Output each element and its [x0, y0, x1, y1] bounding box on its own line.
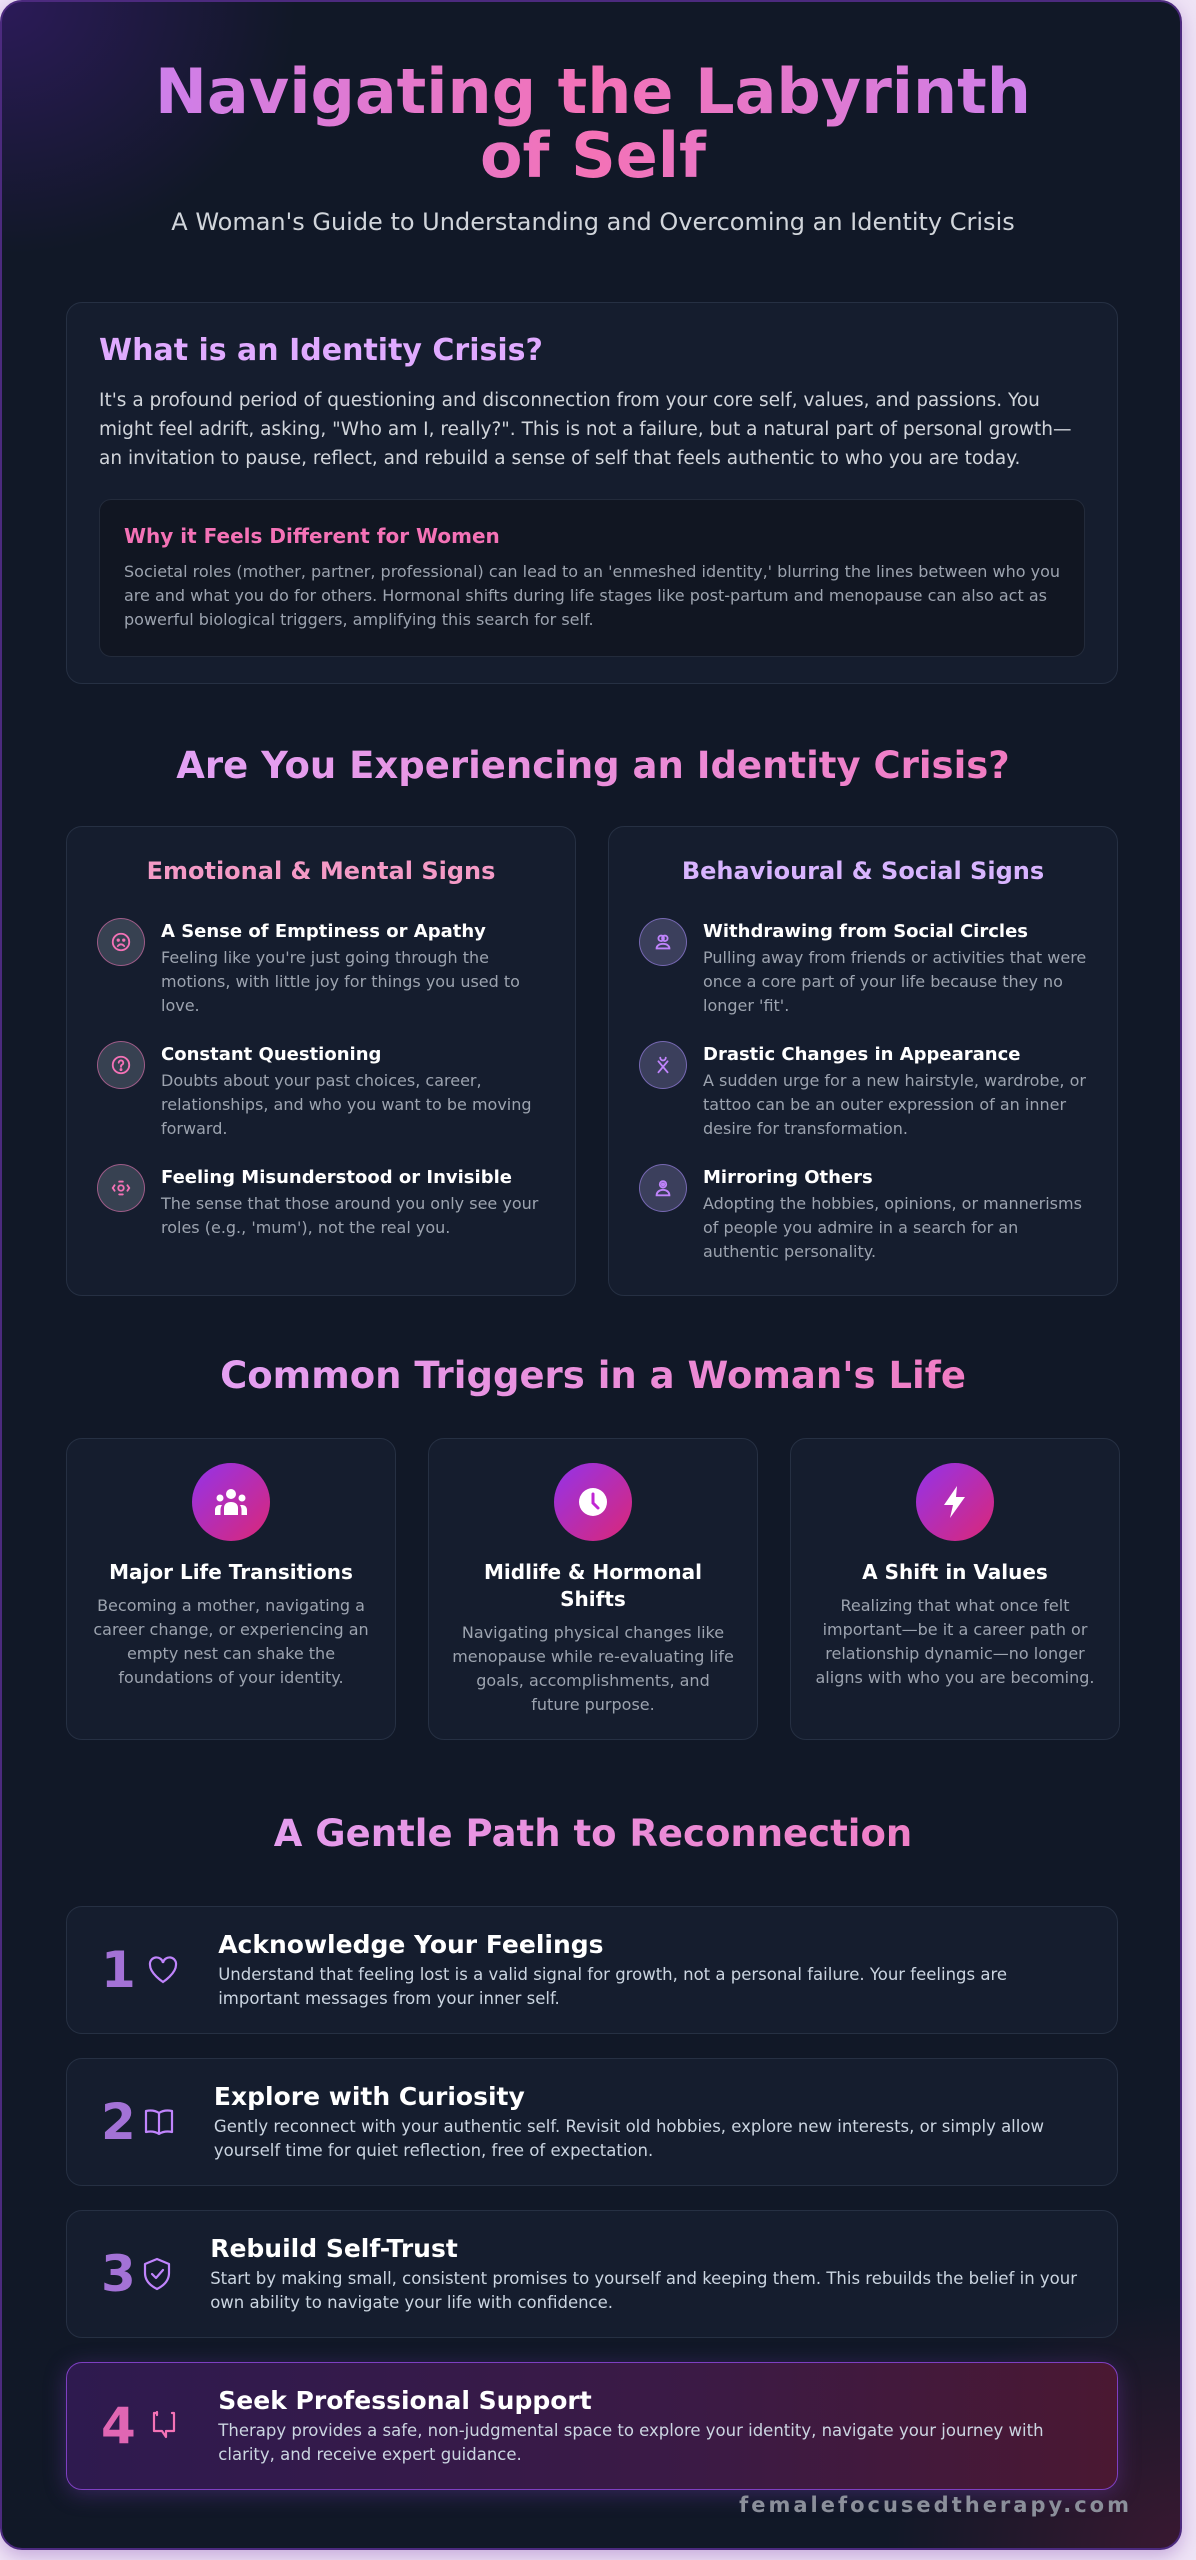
- step-card: 2 Explore with Curiosity Gently reconnec…: [66, 2058, 1118, 2186]
- step-text: Gently reconnect with your authentic sel…: [213, 2116, 1044, 2160]
- intro-heading: What is an Identity Crisis?: [99, 333, 543, 368]
- trigger-card: Major Life Transitions Becoming a mother…: [66, 1438, 396, 1740]
- sign-item: Mirroring Others Adopting the hobbies, o…: [639, 1164, 1087, 1264]
- sign-text: Adopting the hobbies, opinions, or manne…: [703, 1194, 1082, 1261]
- step-number: 2: [101, 2093, 136, 2151]
- trigger-title: Major Life Transitions: [109, 1560, 353, 1584]
- page-title: Navigating the Labyrinth of Self: [2, 60, 1184, 188]
- sign-title: Drastic Changes in Appearance: [703, 1044, 1021, 1065]
- scissors-icon: [639, 1041, 687, 1089]
- sign-text: The sense that those around you only see…: [161, 1194, 539, 1237]
- question-circle-icon: [97, 1041, 145, 1089]
- callout-heading: Why it Feels Different for Women: [124, 524, 500, 548]
- focus-eye-icon: [97, 1164, 145, 1212]
- triggers-heading: Common Triggers in a Woman's Life: [2, 1354, 1184, 1397]
- sign-title: A Sense of Emptiness or Apathy: [161, 921, 486, 942]
- lightning-icon: [916, 1463, 994, 1541]
- sign-item: Constant Questioning Doubts about your p…: [97, 1041, 545, 1141]
- step-number: 4: [101, 2397, 136, 2455]
- step-text: Understand that feeling lost is a valid …: [218, 1964, 1008, 2008]
- sign-title: Withdrawing from Social Circles: [703, 921, 1028, 942]
- step-title: Explore with Curiosity: [213, 2081, 525, 2111]
- women-callout: Why it Feels Different for Women Societa…: [99, 499, 1085, 657]
- sign-text: Pulling away from friends or activities …: [703, 948, 1087, 1015]
- trigger-text: Becoming a mother, navigating a career c…: [93, 1596, 369, 1687]
- chat-bubble-icon: [147, 2409, 181, 2443]
- trigger-card: A Shift in Values Realizing that what on…: [790, 1438, 1120, 1740]
- step-card-highlight: 4 Seek Professional Support Therapy prov…: [66, 2362, 1118, 2490]
- sign-item: Feeling Misunderstood or Invisible The s…: [97, 1164, 545, 1240]
- sign-title: Constant Questioning: [161, 1044, 382, 1065]
- step-card: 1 Acknowledge Your Feelings Understand t…: [66, 1906, 1118, 2034]
- emotional-signs-card: Emotional & Mental Signs A Sense of Empt…: [66, 826, 576, 1296]
- sign-text: A sudden urge for a new hairstyle, wardr…: [703, 1071, 1086, 1138]
- step-number: 1: [101, 1941, 136, 1999]
- sign-item: A Sense of Emptiness or Apathy Feeling l…: [97, 918, 545, 1018]
- step-title: Rebuild Self-Trust: [210, 2233, 458, 2263]
- trigger-title: A Shift in Values: [862, 1560, 1048, 1584]
- sign-title: Feeling Misunderstood or Invisible: [161, 1167, 512, 1188]
- trigger-text: Navigating physical changes like menopau…: [452, 1623, 734, 1714]
- step-text: Therapy provides a safe, non-judgmental …: [218, 2420, 1044, 2464]
- heart-icon: [147, 1955, 181, 1985]
- trigger-card: Midlife & Hormonal Shifts Navigating phy…: [428, 1438, 758, 1740]
- step-title: Acknowledge Your Feelings: [218, 1929, 604, 1959]
- step-card: 3 Rebuild Self-Trust Start by making sma…: [66, 2210, 1118, 2338]
- intro-card: What is an Identity Crisis? It's a profo…: [66, 302, 1118, 684]
- shield-check-icon: [142, 2257, 172, 2291]
- user-mirror-icon: [639, 1164, 687, 1212]
- sign-title: Mirroring Others: [703, 1167, 873, 1188]
- clock-icon: [554, 1463, 632, 1541]
- emotional-signs-heading: Emotional & Mental Signs: [146, 857, 496, 885]
- page-subtitle: A Woman's Guide to Understanding and Ove…: [171, 208, 1015, 236]
- sad-face-icon: [97, 918, 145, 966]
- step-title: Seek Professional Support: [218, 2385, 592, 2415]
- users-icon: [639, 918, 687, 966]
- behavioural-signs-card: Behavioural & Social Signs Withdrawing f…: [608, 826, 1118, 1296]
- group-icon: [192, 1463, 270, 1541]
- step-text: Start by making small, consistent promis…: [210, 2268, 1077, 2312]
- intro-body: It's a profound period of questioning an…: [99, 390, 1072, 469]
- signs-heading: Are You Experiencing an Identity Crisis?: [2, 744, 1184, 787]
- trigger-text: Realizing that what once felt important—…: [815, 1596, 1095, 1687]
- sign-text: Doubts about your past choices, career, …: [161, 1071, 532, 1138]
- behavioural-signs-heading: Behavioural & Social Signs: [681, 857, 1045, 885]
- footer-site-link[interactable]: femalefocusedtherapy.com: [739, 2493, 1132, 2517]
- sign-item: Withdrawing from Social Circles Pulling …: [639, 918, 1087, 1018]
- sign-text: Feeling like you're just going through t…: [161, 948, 520, 1015]
- trigger-title: Midlife & Hormonal Shifts: [484, 1560, 702, 1611]
- step-number: 3: [101, 2245, 136, 2303]
- path-heading: A Gentle Path to Reconnection: [2, 1812, 1184, 1855]
- callout-body: Societal roles (mother, partner, profess…: [124, 562, 1061, 629]
- sign-item: Drastic Changes in Appearance A sudden u…: [639, 1041, 1087, 1141]
- book-icon: [142, 2107, 176, 2137]
